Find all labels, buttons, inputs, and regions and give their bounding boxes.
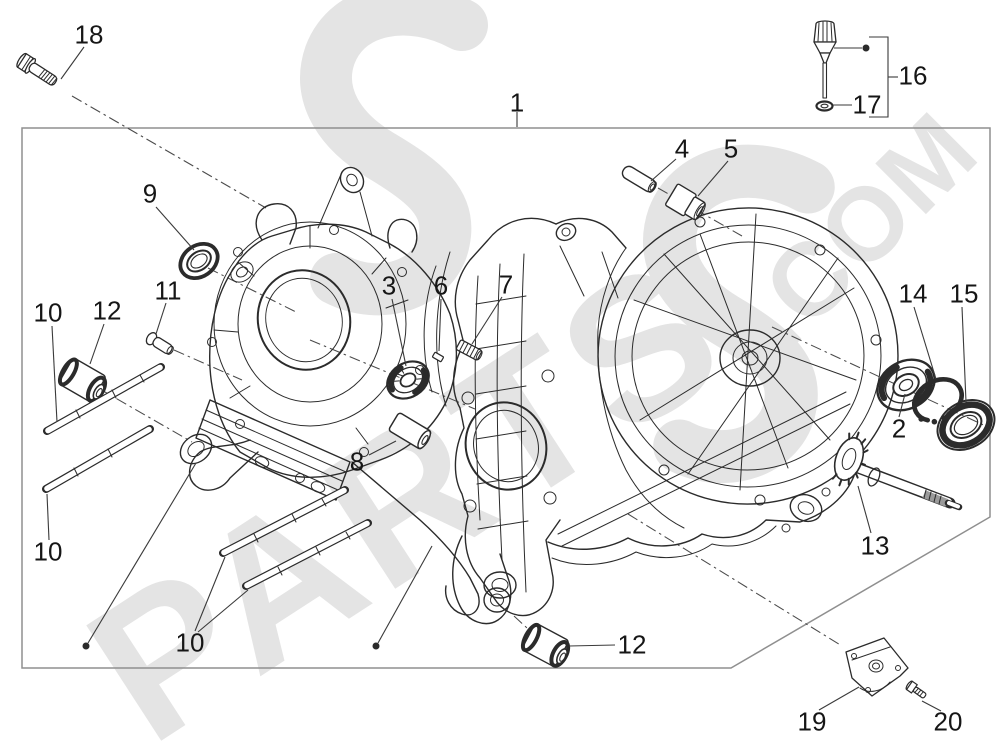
spacer-sleeve-icon xyxy=(388,412,432,450)
s-logo-icon xyxy=(300,0,488,316)
left-crankcase-half xyxy=(179,166,517,616)
ball-bearing-large-icon xyxy=(876,358,936,412)
stud-icon xyxy=(42,363,372,590)
part-callout-16: 16 xyxy=(898,60,928,91)
dipstick-oring-icon xyxy=(815,100,834,112)
bushing-icon xyxy=(57,357,571,668)
part-callout-10: 10 xyxy=(33,536,63,567)
part-callout-2: 2 xyxy=(891,413,907,444)
part-callout-10: 10 xyxy=(33,297,63,328)
part-callout-8: 8 xyxy=(349,446,365,477)
part-callout-12: 12 xyxy=(617,629,647,660)
s-logo-icon xyxy=(643,144,835,484)
dot-leaders xyxy=(82,462,433,650)
ball-bearing-icon xyxy=(386,360,430,400)
stepped-bushing-icon xyxy=(665,183,706,221)
part-callout-6: 6 xyxy=(433,270,449,301)
grooved-pin-icon xyxy=(455,339,483,361)
diagram-frame xyxy=(21,127,991,669)
hex-bolt-icon xyxy=(16,52,58,86)
leader-lines xyxy=(46,36,967,712)
tiny-pin-icon xyxy=(432,351,444,363)
right-crankcase-half xyxy=(452,207,899,625)
part-callout-13: 13 xyxy=(860,530,890,561)
part-callout-19: 19 xyxy=(797,706,827,737)
part-callout-9: 9 xyxy=(142,178,158,209)
part-callout-1: 1 xyxy=(509,87,525,118)
oil-seal-large-icon xyxy=(936,399,996,451)
oil-seal-icon xyxy=(178,241,220,281)
part-callout-5: 5 xyxy=(723,133,739,164)
part-callout-20: 20 xyxy=(933,706,963,737)
oil-dipstick-icon xyxy=(813,20,837,112)
part-callout-14: 14 xyxy=(898,278,928,309)
watermark-tld: .COM xyxy=(720,91,1000,371)
part-callout-11: 11 xyxy=(154,275,182,306)
dowel-pin-icon xyxy=(621,165,657,193)
pin-icon xyxy=(145,332,174,355)
part-callout-3: 3 xyxy=(381,270,397,301)
callout-bracket xyxy=(834,36,898,118)
part-callout-12: 12 xyxy=(92,295,122,326)
part-callout-7: 7 xyxy=(498,269,514,300)
part-callout-10: 10 xyxy=(175,627,205,658)
bracket-plate-icon xyxy=(845,637,909,697)
gear-shaft-icon xyxy=(831,431,963,511)
part-callout-18: 18 xyxy=(74,19,104,50)
screw-icon xyxy=(905,680,927,699)
part-callout-15: 15 xyxy=(949,278,979,309)
part-callout-17: 17 xyxy=(852,89,882,120)
part-callout-4: 4 xyxy=(674,133,690,164)
